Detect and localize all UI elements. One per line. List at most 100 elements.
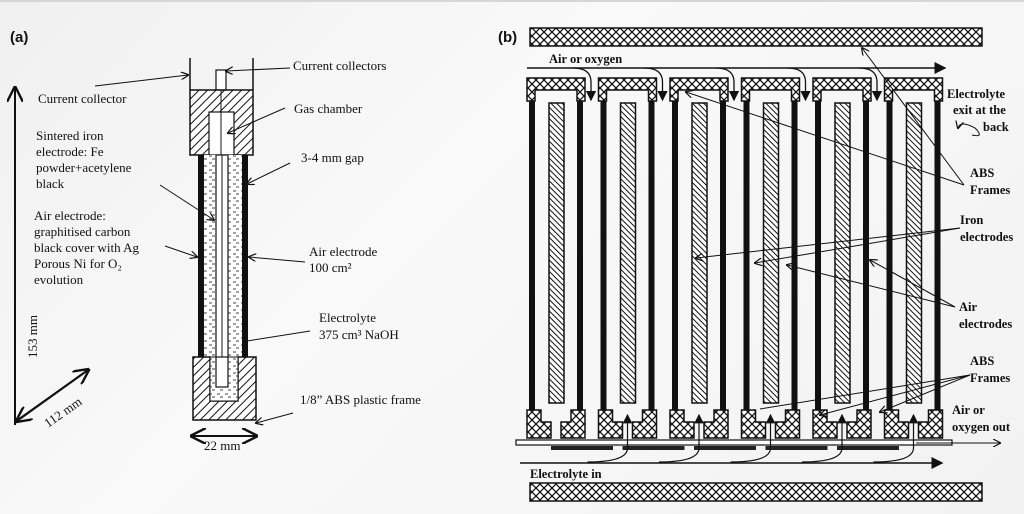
- svg-text:powder+acetylene: powder+acetylene: [36, 160, 132, 175]
- svg-text:electrodes: electrodes: [959, 317, 1012, 331]
- electrolyte-flow-arrow: [730, 413, 776, 463]
- air-flow-arrow: [858, 67, 883, 102]
- label-gas-chamber: Gas chamber: [294, 101, 363, 116]
- abs-frame-bottom: [631, 409, 658, 439]
- svg-text:ABS: ABS: [970, 166, 994, 180]
- svg-text:black cover with Ag: black cover with Ag: [34, 240, 140, 255]
- dim-height: 153 mm: [25, 315, 40, 358]
- abs-frame-bottom: [774, 409, 801, 439]
- svg-text:Iron: Iron: [960, 213, 983, 227]
- svg-text:Electrolyte: Electrolyte: [319, 310, 376, 325]
- svg-text:exit at the: exit at the: [953, 103, 1006, 117]
- air-electrode: [672, 101, 678, 410]
- label-current-collectors: Current collectors: [293, 58, 387, 73]
- air-electrode: [934, 101, 941, 410]
- abs-frame-bottom: [812, 409, 838, 439]
- iron-electrode: [619, 102, 637, 404]
- abs-frame-bottom: [740, 409, 767, 439]
- label-air-electrode-area: Air electrode 100 cm²: [309, 244, 377, 275]
- electrolyte-flow-arrow: [587, 413, 633, 463]
- electrolyte-channel: [551, 446, 613, 450]
- iron-electrode: [548, 102, 565, 404]
- electrolyte-flow-arrow: [658, 413, 704, 463]
- abs-frame-bottom: [846, 409, 872, 439]
- iron-electrode: [834, 102, 851, 404]
- label-electrolyte: Electrolyte 375 cm³ NaOH: [319, 310, 399, 342]
- air-electrode: [886, 101, 893, 410]
- air-electrode: [863, 101, 869, 410]
- label-current-collector: Current collector: [38, 91, 127, 106]
- abs-frame-bottom: [669, 409, 695, 439]
- svg-text:375 cm³ NaOH: 375 cm³ NaOH: [319, 327, 399, 342]
- svg-text:Electrolyte: Electrolyte: [947, 87, 1006, 101]
- panel-b-leaders: [686, 48, 980, 415]
- svg-text:graphitised carbon: graphitised carbon: [34, 224, 131, 239]
- top-border: [0, 0, 1024, 2]
- dim-width: 22 mm: [204, 438, 240, 453]
- label-electrolyte-in: Electrolyte in: [530, 467, 602, 481]
- panel-a-leaders: [94, 68, 311, 423]
- single-cell-drawing: [189, 58, 257, 421]
- iron-electrode: [762, 102, 780, 404]
- svg-text:Air electrode:: Air electrode:: [34, 208, 106, 223]
- svg-text:Air electrode: Air electrode: [309, 244, 377, 259]
- label-iron-electrode: Sintered iron electrode: Fe powder+acety…: [36, 128, 132, 191]
- bottom-manifold: [515, 439, 953, 446]
- svg-text:Air: Air: [959, 300, 978, 314]
- electrolyte-flow-arrow: [873, 413, 919, 463]
- svg-text:Frames: Frames: [970, 183, 1010, 197]
- electrolyte-channel: [837, 446, 899, 450]
- label-air-out: Air or oxygen out: [952, 403, 1011, 434]
- abs-frame-bottom: [703, 409, 729, 439]
- air-electrode: [791, 101, 798, 410]
- svg-text:electrodes: electrodes: [960, 230, 1013, 244]
- electrolyte-flow-arrow: [801, 413, 847, 463]
- abs-frame-bottom: [526, 409, 552, 439]
- label-electrolyte-exit: Electrolyte exit at the back: [947, 87, 1009, 134]
- svg-text:ABS: ABS: [970, 354, 994, 368]
- iron-electrode: [691, 102, 708, 404]
- air-flow-arrow: [644, 67, 668, 102]
- abs-frame-bottom: [560, 409, 586, 439]
- svg-text:Sintered iron: Sintered iron: [36, 128, 104, 143]
- air-electrode: [600, 101, 607, 410]
- panel-b-tag: (b): [498, 29, 517, 46]
- air-electrode: [743, 101, 750, 410]
- abs-frame-top: [812, 77, 872, 102]
- cell-stack: [526, 67, 944, 463]
- abs-frame-top: [740, 77, 801, 102]
- svg-text:100 cm²: 100 cm²: [309, 260, 352, 275]
- label-abs-frame: 1/8” ABS plastic frame: [300, 392, 421, 407]
- abs-frame-top: [526, 77, 586, 102]
- label-air-electrodes: Air electrodes: [959, 300, 1012, 331]
- bottom-end-plate: [529, 482, 983, 502]
- air-electrode: [529, 101, 535, 410]
- abs-frame-bottom: [917, 409, 944, 439]
- label-abs-frames-top: ABS Frames: [970, 166, 1010, 197]
- label-air-electrode-description: Air electrode: graphitised carbon black …: [34, 208, 140, 287]
- abs-frame-bottom: [597, 409, 624, 439]
- svg-text:back: back: [983, 120, 1009, 134]
- label-gap: 3-4 mm gap: [301, 150, 364, 165]
- iron-electrode: [905, 102, 923, 404]
- electrolyte-channel: [694, 446, 756, 450]
- svg-text:Air or: Air or: [952, 403, 985, 417]
- svg-text:black: black: [36, 176, 65, 191]
- svg-text:Porous Ni for O₂: Porous Ni for O₂: [34, 256, 122, 271]
- air-flow-arrow: [572, 67, 597, 102]
- svg-text:oxygen out: oxygen out: [952, 420, 1011, 434]
- svg-text:evolution: evolution: [34, 272, 84, 287]
- label-iron-electrodes: Iron electrodes: [960, 213, 1013, 244]
- air-electrode: [577, 101, 583, 410]
- top-end-plate: [529, 27, 983, 47]
- panel-a-tag: (a): [10, 29, 28, 46]
- label-air-in: Air or oxygen: [549, 52, 622, 66]
- electrolyte-channel: [622, 446, 685, 450]
- abs-frame-top: [669, 77, 729, 102]
- air-flow-arrow: [787, 67, 811, 102]
- air-electrode: [720, 101, 726, 410]
- svg-text:Frames: Frames: [970, 371, 1010, 385]
- dimension-arrows: [15, 88, 256, 436]
- air-electrode: [815, 101, 821, 410]
